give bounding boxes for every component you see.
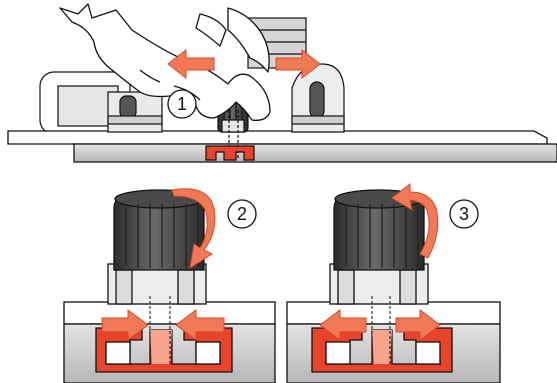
bottom-right-scene: 3 [286,182,501,383]
push-arrow-inward-right [175,309,225,341]
top-scene: 1 [7,3,557,163]
step-3-label: 3 [459,204,469,224]
step-2-marker: 2 [227,199,257,229]
push-arrow-outward-left [319,309,367,341]
knob-left [107,189,207,364]
mounting-panel [7,130,557,163]
knob-right [329,189,429,364]
step-1-label: 1 [177,94,187,114]
red-clip-left [95,327,233,373]
left-clip-foot [107,91,163,133]
bottom-left-scene: 2 [63,188,276,383]
rotate-arrow-right [391,182,439,259]
step-2-label: 2 [237,204,247,224]
step-1-marker: 1 [167,89,197,119]
push-arrow-left-top [167,48,215,80]
step-3-marker: 3 [449,199,479,229]
red-clip-top [205,145,255,161]
rotate-arrow-left [171,188,216,270]
push-arrow-inward-left [101,309,149,341]
red-clip-right [311,327,453,373]
push-arrow-outward-right [395,309,441,341]
right-clip-foot [291,63,345,133]
push-arrow-right-top [275,48,321,80]
